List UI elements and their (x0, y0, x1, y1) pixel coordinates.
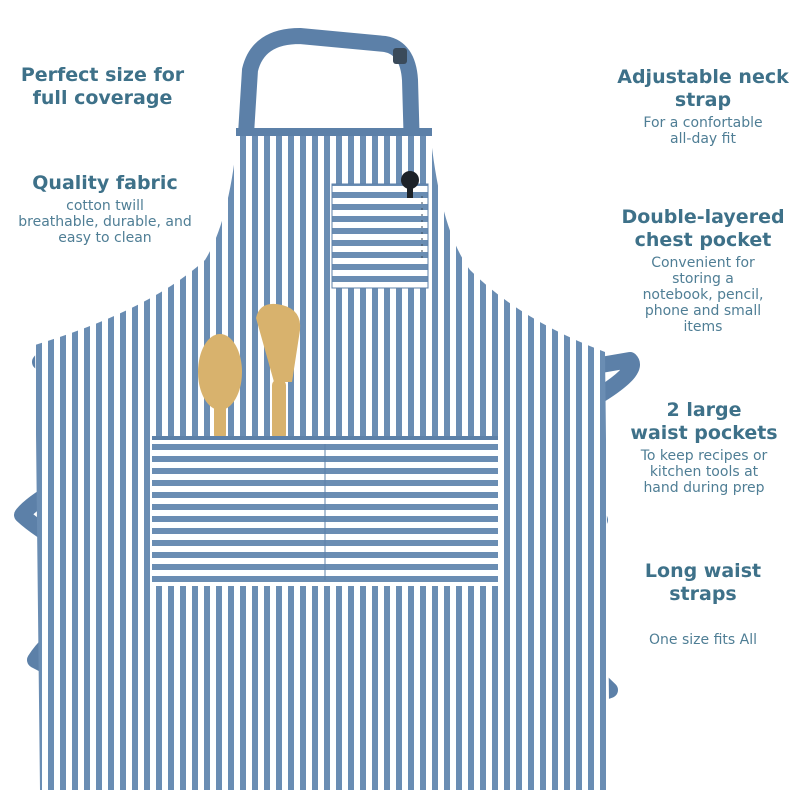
feature-title-line: Long waist (644, 560, 762, 582)
neck-strap (237, 28, 420, 151)
feature-chest-pocket: Double-layered chest pocket Convenient f… (594, 206, 800, 335)
feature-title-line: strap (674, 89, 732, 111)
feature-title: 2 large waist pockets (608, 399, 800, 445)
desc-line: breathable, durable, and (18, 214, 192, 230)
desc-line: cotton twill (66, 198, 144, 214)
feature-title: Quality fabric (32, 172, 178, 194)
feature-title-line: 2 large (666, 399, 742, 421)
feature-title-line: full coverage (32, 87, 173, 109)
feature-title-line: Double-layered (621, 206, 785, 228)
desc-line: For a confortable (643, 115, 763, 131)
feature-full-coverage: Perfect size for full coverage (10, 64, 195, 110)
feature-title: Double-layered chest pocket (594, 206, 800, 252)
desc-line: notebook, pencil, (642, 287, 764, 303)
feature-title: Long waist straps (608, 560, 798, 606)
chest-pocket (331, 183, 429, 289)
desc-line: phone and small (644, 303, 762, 319)
feature-description: Convenient for storing a notebook, penci… (594, 255, 800, 335)
feature-description: For a confortable all-day fit (598, 115, 800, 147)
desc-line: kitchen tools at (649, 464, 759, 480)
feature-description: One size fits All (649, 632, 757, 648)
feature-neck-strap: Adjustable neck strap For a confortable … (598, 66, 800, 147)
feature-title-line: Perfect size for (20, 64, 185, 86)
desc-line: easy to clean (58, 230, 152, 246)
feature-title-line: chest pocket (634, 229, 772, 251)
feature-waist-straps: Long waist straps One size fits All (608, 560, 798, 648)
feature-waist-pockets: 2 large waist pockets To keep recipes or… (608, 399, 800, 496)
apron-top-hem (236, 128, 432, 136)
desc-line: items (683, 319, 723, 335)
desc-line: all-day fit (670, 131, 736, 147)
wooden-spatula-icon (256, 303, 301, 440)
feature-title-line: Adjustable neck (617, 66, 789, 88)
feature-title: Adjustable neck strap (598, 66, 800, 112)
feature-quality-fabric: Quality fabric cotton twill breathable, … (0, 172, 210, 246)
desc-line: Convenient for (651, 255, 755, 271)
feature-title-line: waist pockets (630, 422, 778, 444)
strap-buckle (393, 48, 407, 64)
desc-line: storing a (672, 271, 734, 287)
desc-line: To keep recipes or (640, 448, 768, 464)
feature-description: To keep recipes or kitchen tools at hand… (608, 448, 800, 496)
pen-icon (401, 171, 419, 198)
desc-line: hand during prep (643, 480, 765, 496)
feature-title: Perfect size for full coverage (10, 64, 195, 110)
wooden-spoon-icon (198, 334, 242, 440)
feature-description: cotton twill breathable, durable, and ea… (0, 198, 210, 246)
feature-title-line: straps (669, 583, 737, 605)
